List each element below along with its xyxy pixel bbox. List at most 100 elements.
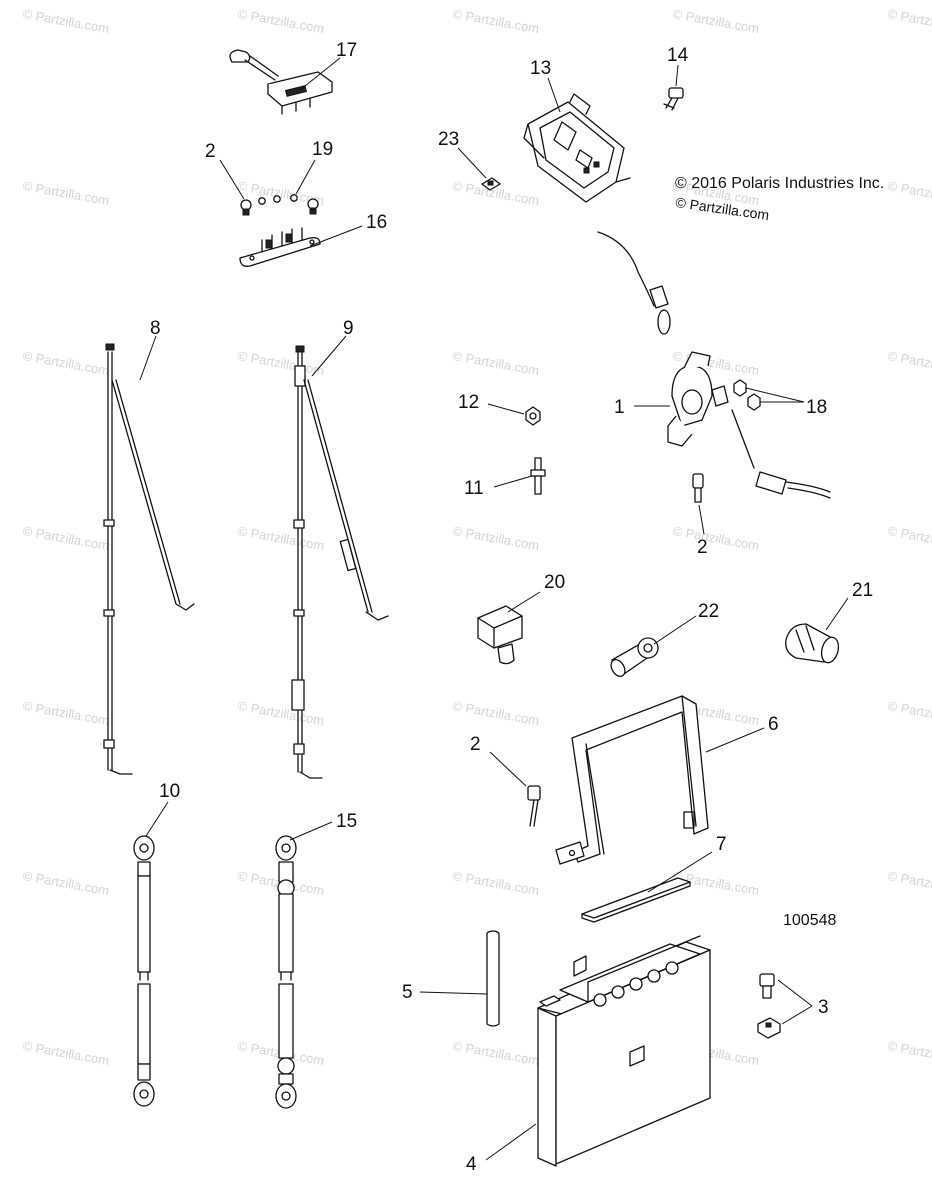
part-17-fuse-cover[interactable] <box>229 49 333 115</box>
watermark-text: © Partzilla.com <box>21 1038 110 1068</box>
watermark-text: © Partzilla.com <box>21 6 110 36</box>
callout-19: 19 <box>312 139 333 160</box>
watermark-text: © Partzilla.com <box>236 698 325 728</box>
callout-1: 1 <box>614 397 625 418</box>
leader-15 <box>289 821 333 841</box>
watermark-text: © Partzilla.com <box>886 698 932 728</box>
part-6-battery-bracket[interactable] <box>555 695 709 865</box>
part-15-battery-cable[interactable] <box>275 835 297 1109</box>
leader-2-mid <box>698 504 705 535</box>
part-9-cable[interactable] <box>291 345 389 779</box>
watermark-text: © Partzilla.com <box>451 348 540 378</box>
part-20-terminal-boot[interactable] <box>477 605 523 665</box>
part-2-screw-mid[interactable] <box>692 473 704 503</box>
leader-17 <box>299 57 341 91</box>
callout-4: 4 <box>466 1154 477 1175</box>
callout-20: 20 <box>544 572 565 593</box>
watermark-text: © Partzilla.com <box>451 6 540 36</box>
part-2-screw-low[interactable] <box>527 785 541 827</box>
leader-13 <box>547 77 561 113</box>
leader-4 <box>485 1123 537 1161</box>
leader-19 <box>295 159 316 195</box>
copyright-text: © 2016 Polaris Industries Inc. <box>675 175 884 192</box>
watermark-text: © Partzilla.com <box>671 523 760 553</box>
leader-21 <box>825 597 849 631</box>
leader-10 <box>145 801 169 837</box>
watermark-text: © Partzilla.com <box>886 868 932 898</box>
part-19-fuses[interactable] <box>258 194 298 205</box>
callout-21: 21 <box>852 580 873 601</box>
callout-18: 18 <box>806 397 827 418</box>
leader-12 <box>487 403 525 415</box>
callout-16: 16 <box>366 212 387 233</box>
leader-18a <box>745 387 805 403</box>
leader-20 <box>507 591 541 613</box>
part-7-pad[interactable] <box>581 877 691 923</box>
callout-12: 12 <box>458 392 479 413</box>
callout-17: 17 <box>336 40 357 61</box>
callout-23: 23 <box>438 129 459 150</box>
part-16-fuse-block[interactable] <box>239 227 321 267</box>
watermark-text: © Partzilla.com <box>21 698 110 728</box>
part-1-solenoid[interactable] <box>597 231 831 499</box>
callout-2-mid: 2 <box>697 537 708 558</box>
leader-16 <box>309 225 363 247</box>
callout-3: 3 <box>818 997 829 1018</box>
watermark-text: © Partzilla.com <box>886 178 932 208</box>
watermark-text: © Partzilla.com <box>886 6 932 36</box>
leader-3b <box>781 1005 813 1025</box>
callout-8: 8 <box>150 318 161 339</box>
leader-5 <box>419 991 488 995</box>
part-23-clip[interactable] <box>481 177 501 191</box>
part-4-battery[interactable] <box>537 935 711 1167</box>
part-14-screw[interactable] <box>663 87 684 111</box>
watermark-text: © Partzilla.com <box>886 348 932 378</box>
callout-10: 10 <box>159 781 180 802</box>
part-5-vent-tube[interactable] <box>486 930 500 1027</box>
leader-23 <box>457 147 487 179</box>
watermark-text: © Partzilla.com <box>886 523 932 553</box>
callout-6: 6 <box>768 714 779 735</box>
callout-7: 7 <box>716 834 727 855</box>
part-8-cable[interactable] <box>103 343 195 775</box>
watermark-text: © Partzilla.com <box>236 348 325 378</box>
part-22-terminal-boot[interactable] <box>608 637 659 679</box>
callout-9: 9 <box>343 318 354 339</box>
watermark-text: © Partzilla.com <box>21 178 110 208</box>
part-12-nut[interactable] <box>525 406 541 426</box>
watermark-text: © Partzilla.com <box>21 348 110 378</box>
callout-2-low: 2 <box>470 734 481 755</box>
leader-2-low <box>489 751 527 787</box>
callout-5: 5 <box>402 982 413 1003</box>
part-18-nuts[interactable] <box>733 379 761 411</box>
leader-9 <box>311 335 347 377</box>
part-10-battery-cable[interactable] <box>133 835 155 1107</box>
callout-2-top: 2 <box>205 141 216 162</box>
part-13-module-housing[interactable] <box>523 93 631 203</box>
callout-15: 15 <box>336 811 357 832</box>
figure-number: 100548 <box>783 912 836 929</box>
leader-22 <box>653 615 697 645</box>
leader-8 <box>139 335 157 381</box>
part-11-stud[interactable] <box>530 457 546 495</box>
part-21-terminal-boot[interactable] <box>785 623 841 665</box>
callout-11: 11 <box>464 478 484 499</box>
watermark-text: © Partzilla.com <box>671 6 760 36</box>
leader-14 <box>675 64 679 87</box>
watermark-text: © Partzilla.com <box>451 868 540 898</box>
leader-6 <box>705 727 765 753</box>
leader-7 <box>647 851 713 893</box>
callout-13: 13 <box>530 58 551 79</box>
part-2-screw-top[interactable] <box>240 198 319 216</box>
callout-14: 14 <box>667 45 689 66</box>
watermark-text: © Partzilla.com <box>451 698 540 728</box>
leader-3a <box>777 979 813 1007</box>
part-3-bolt-nut[interactable] <box>757 973 781 1039</box>
watermark-text: © Partzilla.com <box>236 6 325 36</box>
leader-11 <box>493 475 533 488</box>
watermark-text: © Partzilla.com <box>236 523 325 553</box>
watermark-text: © Partzilla.com <box>451 523 540 553</box>
watermark-text: © Partzilla.com <box>21 868 110 898</box>
watermark-text: © Partzilla.com <box>21 523 110 553</box>
